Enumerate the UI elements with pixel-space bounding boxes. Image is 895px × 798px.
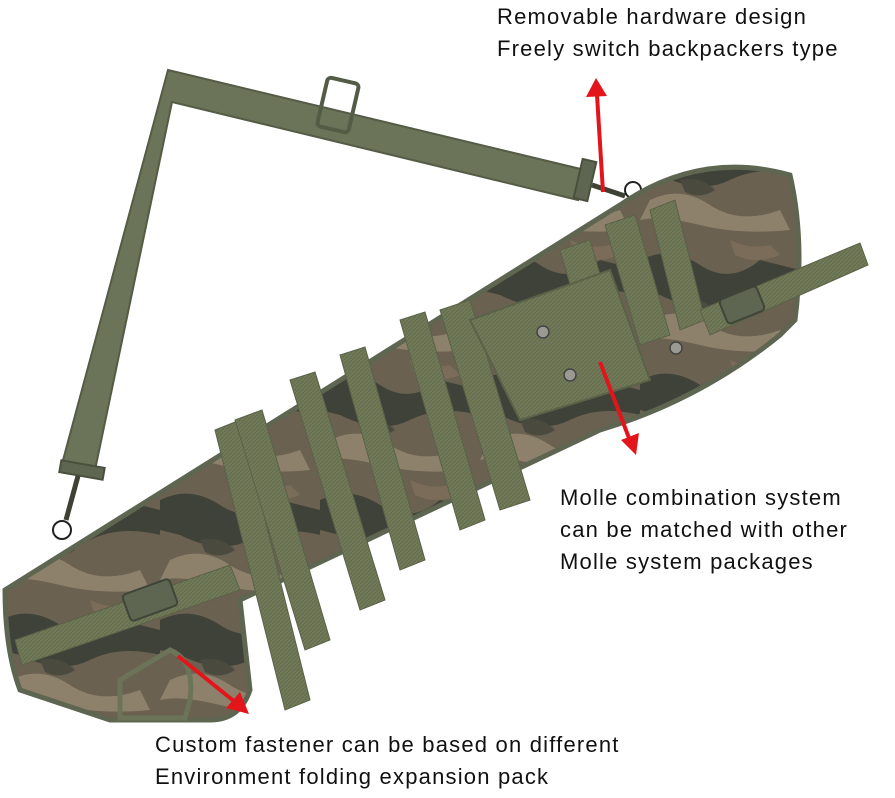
annotation-fastener: Custom fastener can be based on differen… [155, 734, 620, 798]
side-release-buckle-icon [718, 285, 766, 325]
annotation-line: Custom fastener can be based on differen… [155, 732, 620, 757]
arrow-down-right-icon [176, 654, 249, 714]
arrow-up-icon [586, 78, 607, 193]
arrow-down-right-icon [598, 361, 639, 455]
scabbard-body [2, 164, 869, 723]
annotation-line: Molle system packages [560, 549, 814, 574]
shoulder-strap [52, 68, 642, 540]
callout-arrows [176, 78, 639, 714]
molle-panel [468, 268, 652, 422]
strap-slider-icon [315, 75, 361, 135]
annotation-line: Molle combination system [560, 485, 842, 510]
annotation-line: can be matched with other [560, 517, 849, 542]
molle-webbing [214, 199, 706, 711]
annotation-molle: Molle combination system can be matched … [560, 487, 848, 583]
annotation-hardware: Removable hardware design Freely switch … [497, 6, 839, 70]
annotation-line: Freely switch backpackers type [497, 36, 839, 61]
annotation-line: Removable hardware design [497, 4, 808, 29]
annotation-line: Environment folding expansion pack [155, 764, 550, 789]
side-release-buckle-icon [121, 578, 179, 622]
snap-button-icon [536, 325, 550, 339]
swivel-hook-icon [591, 182, 626, 199]
